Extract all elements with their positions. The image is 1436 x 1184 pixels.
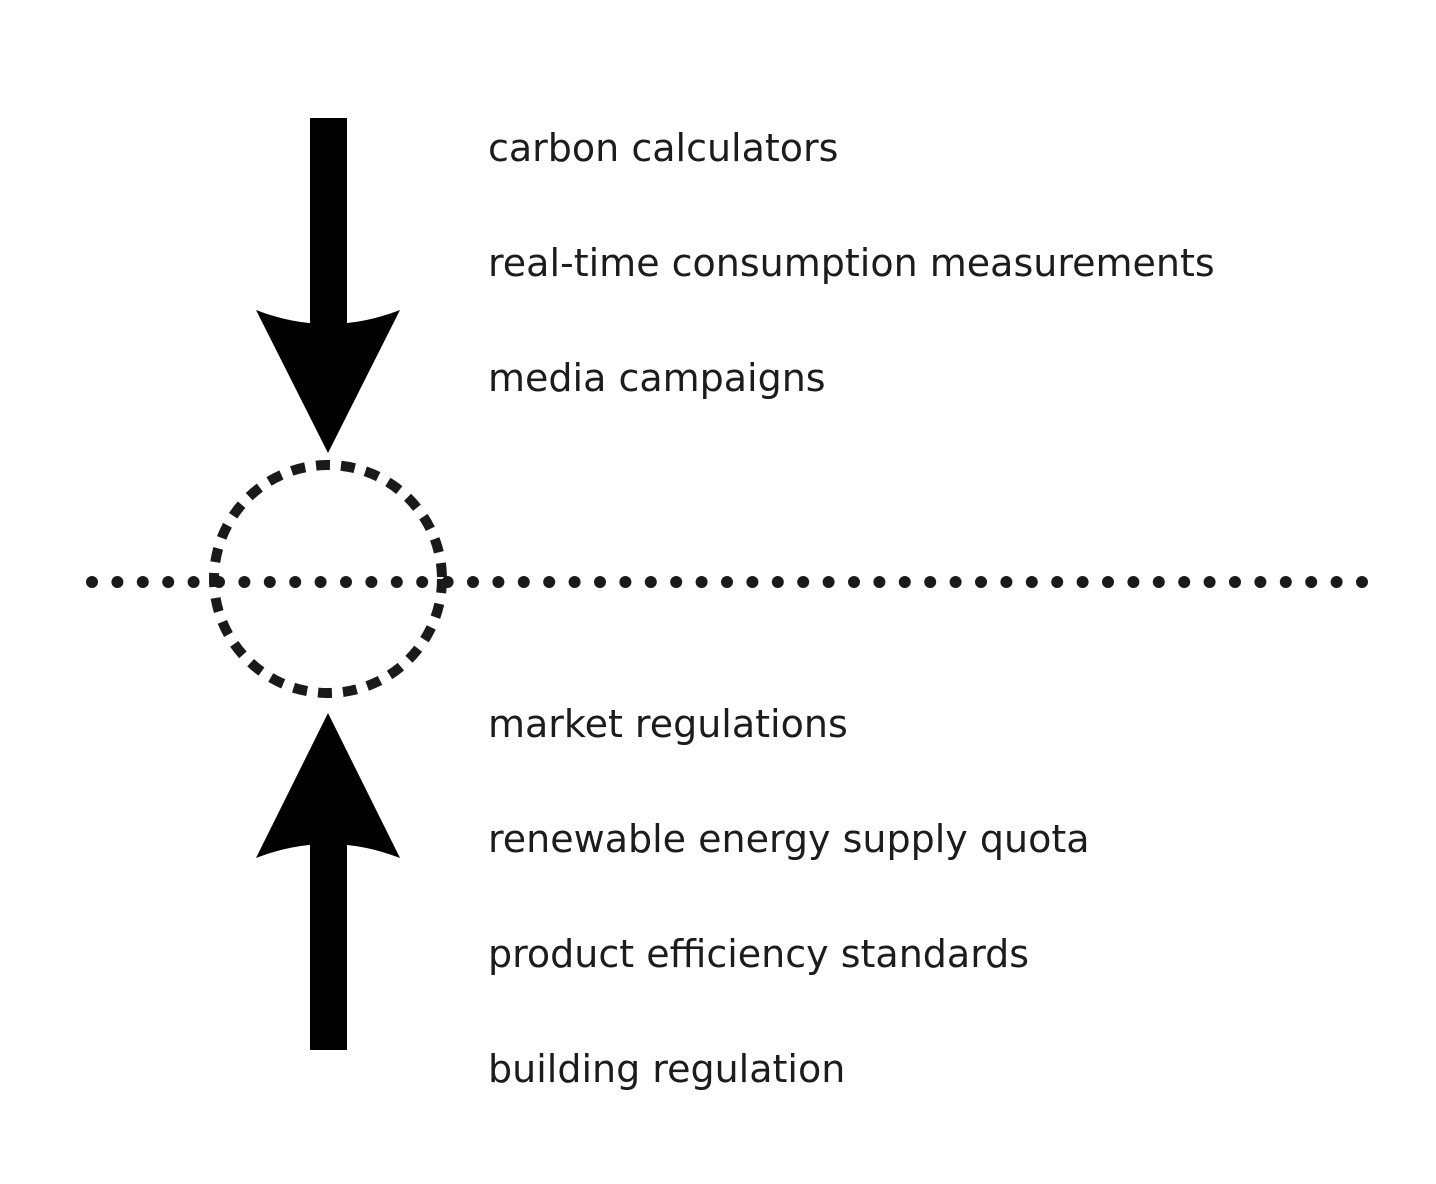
up-arrow-icon bbox=[256, 713, 400, 1050]
top-item-consumption-measurements: real-time consumption measurements bbox=[488, 241, 1215, 285]
bottom-item-market-regulations: market regulations bbox=[488, 702, 848, 746]
top-item-carbon-calculators: carbon calculators bbox=[488, 126, 839, 170]
bottom-item-efficiency-standards: product efficiency standards bbox=[488, 932, 1030, 976]
bottom-item-building-regulation: building regulation bbox=[488, 1047, 846, 1091]
top-item-media-campaigns: media campaigns bbox=[488, 356, 826, 400]
bottom-item-renewable-quota: renewable energy supply quota bbox=[488, 817, 1090, 861]
dashed-circle bbox=[209, 460, 447, 698]
down-arrow-icon bbox=[256, 118, 400, 453]
